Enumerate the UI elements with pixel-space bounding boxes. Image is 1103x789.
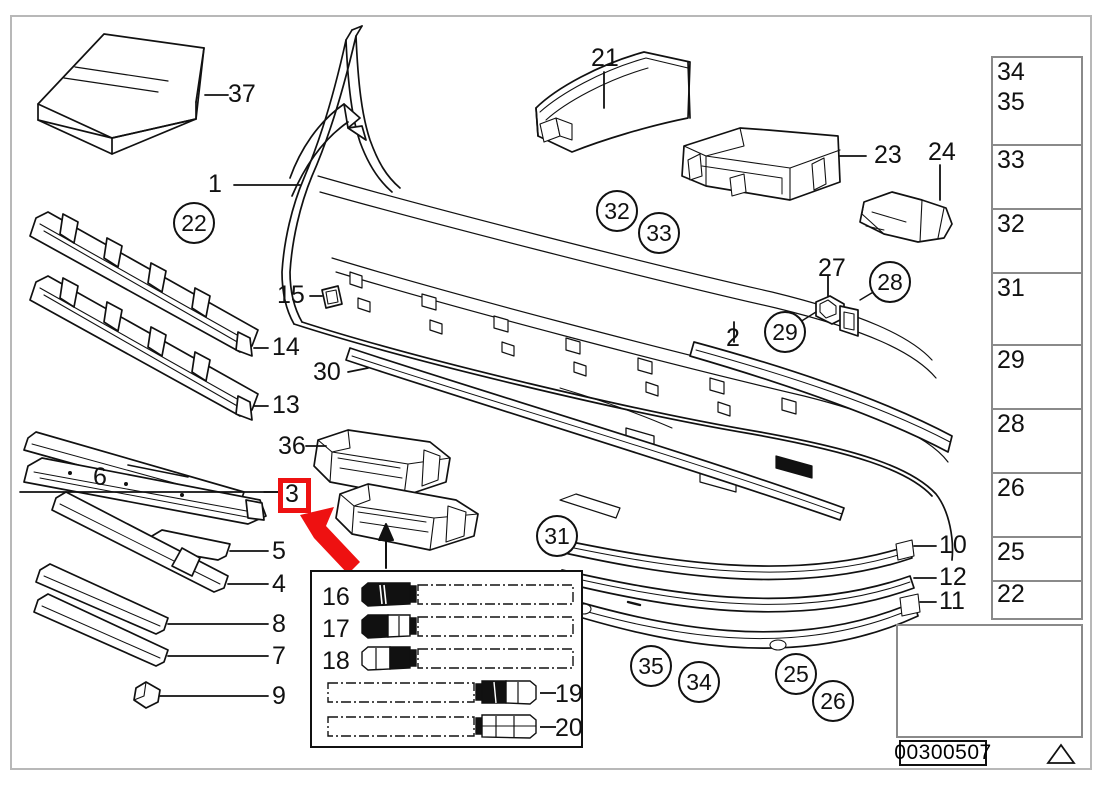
legend-number-35: 35: [997, 88, 1025, 116]
callout-label-30: 30: [313, 358, 341, 386]
legend-number-32: 32: [997, 210, 1025, 238]
highlight-box-part-3: [278, 478, 311, 513]
legend-number-22: 22: [997, 580, 1025, 608]
inset-strip-19: [327, 680, 537, 705]
callout-label-10: 10: [939, 531, 967, 559]
inset-strip-17: [361, 614, 574, 639]
inset-variants-box: 16 17: [310, 570, 583, 748]
callout-label-2: 2: [726, 324, 740, 352]
callout-label-27: 27: [818, 254, 846, 282]
legend-number-28: 28: [997, 410, 1025, 438]
callout-label-23: 23: [874, 141, 902, 169]
red-pointer-arrow: [300, 507, 360, 574]
callout-label-15: 15: [277, 281, 305, 309]
circled-callout-33: 33: [638, 212, 680, 254]
warning-triangle-icon: [1046, 743, 1076, 764]
callout-label-21: 21: [591, 44, 619, 72]
circled-callout-29: 29: [764, 311, 806, 353]
circled-callout-31: 31: [536, 515, 578, 557]
legend-cell-32[interactable]: [993, 210, 1081, 274]
legend-number-33: 33: [997, 146, 1025, 174]
callout-label-1: 1: [208, 170, 222, 198]
legend-cell-33[interactable]: [993, 146, 1081, 210]
inset-row-label-16: 16: [322, 583, 350, 611]
callout-label-37: 37: [228, 80, 256, 108]
circled-callout-26: 26: [812, 680, 854, 722]
circled-callout-32: 32: [596, 190, 638, 232]
legend-cell-25[interactable]: [993, 538, 1081, 582]
inset-leader-19: [540, 692, 556, 694]
inset-row-label-19: 19: [555, 680, 583, 708]
callout-label-5: 5: [272, 537, 286, 565]
inset-row-label-17: 17: [322, 615, 350, 643]
vehicle-thumbnail-box: [896, 624, 1083, 738]
circled-callout-22: 22: [173, 202, 215, 244]
legend-number-34: 34: [997, 58, 1025, 86]
callout-label-9: 9: [272, 682, 286, 710]
inset-row-label-18: 18: [322, 647, 350, 675]
circled-callout-25: 25: [775, 653, 817, 695]
callout-label-11: 11: [939, 587, 965, 615]
callout-label-36: 36: [278, 432, 306, 460]
callout-label-7: 7: [272, 642, 286, 670]
inset-row-label-20: 20: [555, 714, 583, 742]
hardware-legend-sidebar: [991, 56, 1083, 620]
circled-callout-28: 28: [869, 261, 911, 303]
legend-number-26: 26: [997, 474, 1025, 502]
legend-cell-34-35[interactable]: [993, 58, 1081, 146]
callout-label-12: 12: [939, 563, 967, 591]
legend-number-31: 31: [997, 274, 1025, 302]
callout-label-24: 24: [928, 138, 956, 166]
callout-label-13: 13: [272, 391, 300, 419]
legend-cell-26[interactable]: [993, 474, 1081, 538]
inset-strip-20: [327, 714, 537, 739]
callout-label-3: 3: [285, 480, 299, 508]
callout-label-14: 14: [272, 333, 300, 361]
diagram-code-box: 00300507: [894, 740, 992, 766]
callout-label-6: 6: [93, 463, 107, 491]
legend-number-29: 29: [997, 346, 1025, 374]
legend-number-25: 25: [997, 538, 1025, 566]
legend-cell-31[interactable]: [993, 274, 1081, 346]
inset-strip-16: [361, 582, 574, 607]
legend-cell-29[interactable]: [993, 346, 1081, 410]
callout-label-4: 4: [272, 570, 286, 598]
legend-cell-28[interactable]: [993, 410, 1081, 474]
callout-label-8: 8: [272, 610, 286, 638]
inset-strip-18: [361, 646, 574, 671]
circled-callout-35: 35: [630, 645, 672, 687]
inset-leader-20: [540, 726, 556, 728]
circled-callout-34: 34: [678, 661, 720, 703]
